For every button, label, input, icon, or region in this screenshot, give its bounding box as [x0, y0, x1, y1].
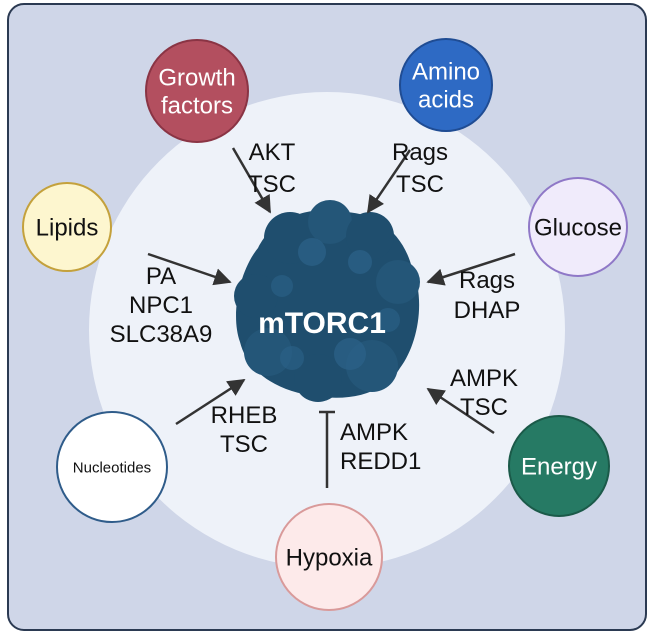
energy-node-label: Energy: [521, 453, 597, 480]
energy-mediator-label: AMPK: [450, 365, 518, 392]
growth-node-label: factors: [161, 92, 233, 119]
amino-node: [399, 38, 493, 132]
growth-mediator-label: TSC: [248, 171, 296, 198]
lipids-mediator-label: SLC38A9: [110, 321, 213, 348]
growth-arrow: [231, 147, 272, 214]
growth-node-label: Growth: [158, 64, 235, 91]
growth-node: [145, 39, 249, 143]
nucleotides-node: [56, 411, 168, 523]
lipids-mediator-label: NPC1: [129, 292, 193, 319]
nucleotides-mediator-label: TSC: [220, 431, 268, 458]
lipids-arrow: [147, 252, 232, 286]
lipids-node-label: Lipids: [36, 214, 99, 241]
mtorc1-protein-blob: [234, 200, 420, 402]
amino-mediator-label: Rags: [392, 139, 448, 166]
hypoxia-mediator-label: AMPK: [340, 419, 408, 446]
nucleotides-mediator-label: RHEB: [211, 402, 278, 429]
hypoxia-mediator-label: REDD1: [340, 448, 421, 475]
growth-mediator-label: AKT: [249, 139, 296, 166]
glucose-node: [528, 177, 628, 277]
energy-node: [508, 415, 610, 517]
energy-arrow: [426, 387, 495, 435]
amino-mediator-label: TSC: [396, 171, 444, 198]
amino-arrow: [366, 149, 412, 214]
glucose-mediator-label: DHAP: [454, 297, 521, 324]
lipids-node: [22, 182, 112, 272]
glucose-node-label: Glucose: [534, 214, 622, 241]
nucleotides-arrow: [175, 378, 246, 426]
energy-mediator-label: TSC: [460, 394, 508, 421]
glucose-mediator-label: Rags: [459, 267, 515, 294]
glucose-arrow: [426, 252, 516, 286]
amino-node-label: Amino: [412, 58, 480, 85]
mtorc1-label: mTORC1: [258, 307, 386, 340]
hypoxia-node-label: Hypoxia: [286, 544, 373, 571]
hypoxia-node: [275, 503, 383, 611]
amino-node-label: acids: [418, 86, 474, 113]
nucleotides-node-label: Nucleotides: [73, 459, 151, 476]
lipids-mediator-label: PA: [146, 263, 176, 290]
